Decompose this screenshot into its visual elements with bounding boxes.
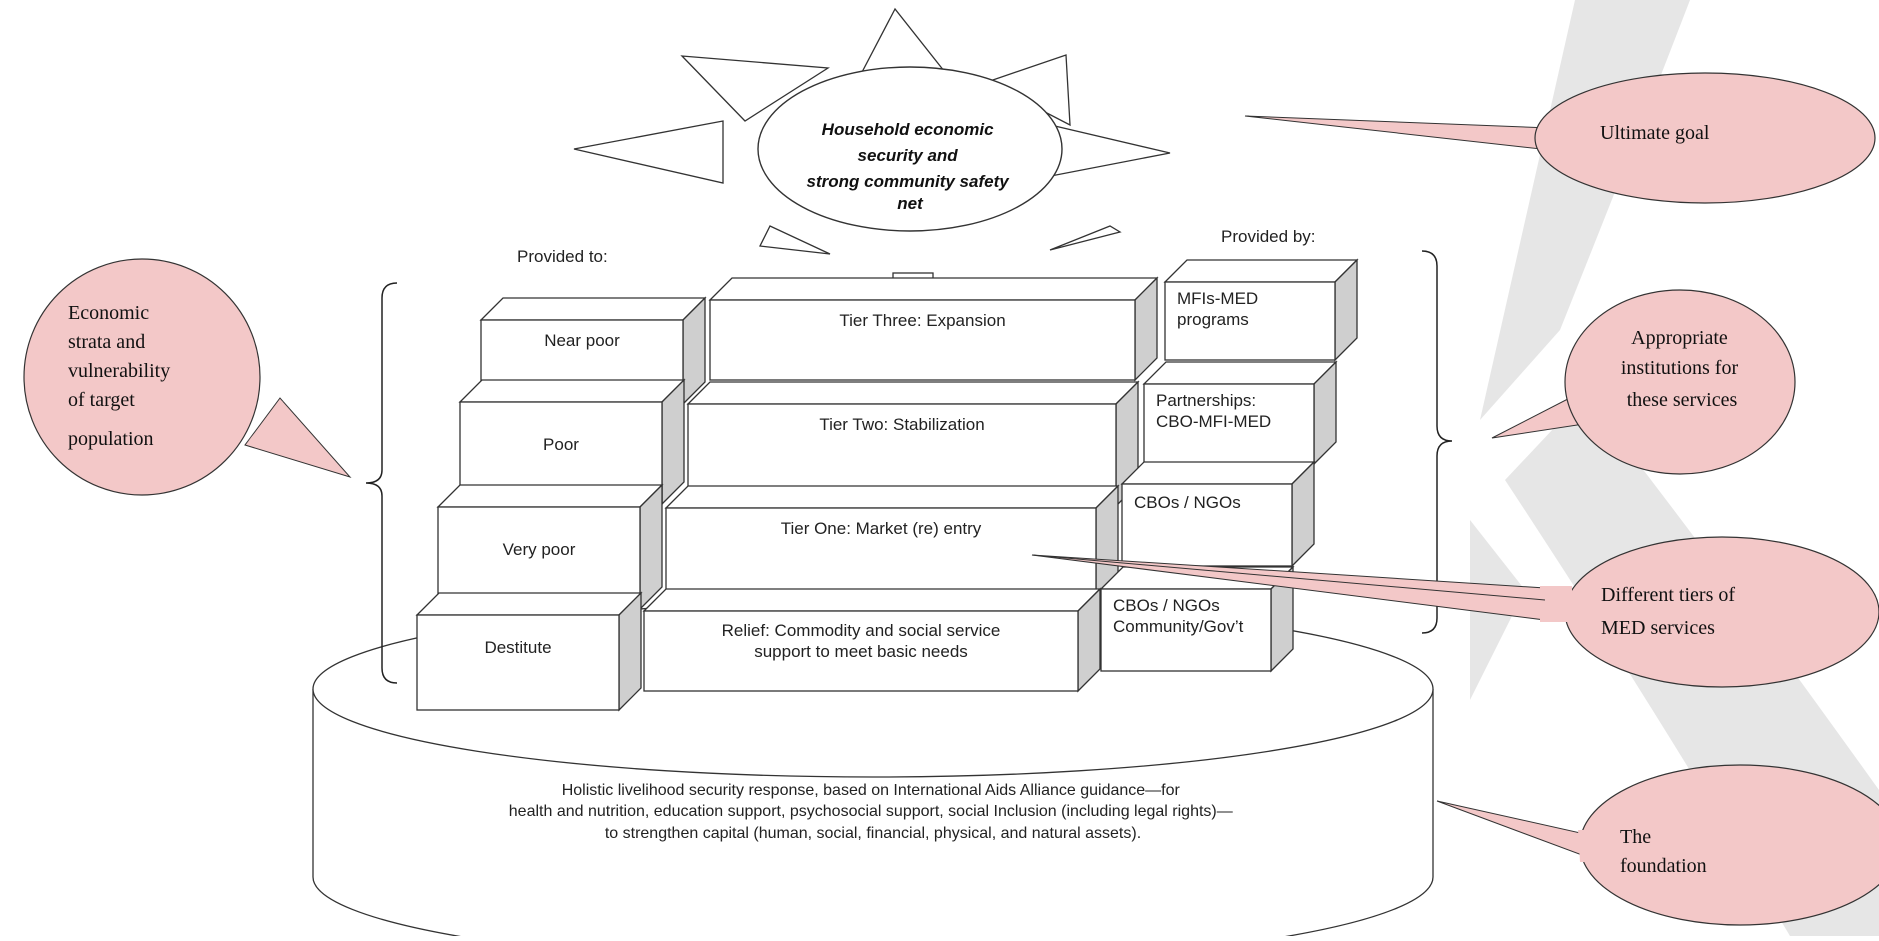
svg-text:Ultimate goal: Ultimate goal [1600,122,1710,144]
provider-box-2: Partnerships:CBO-MFI-MED [1142,360,1338,466]
tier-box-1-text: Tier Three: Expansion [839,311,1005,330]
provided-to-label: Provided to: [517,247,608,266]
callout-ultimate-goal: Ultimate goal [1244,72,1876,204]
callout-foundation: The foundation [1436,764,1879,926]
provider-box-3: CBOs / NGOs [1120,460,1316,568]
right-brace [1421,250,1453,634]
sun-ray [1049,225,1122,251]
goal-text: Household economic security and strong c… [807,120,1014,213]
provider-box-3-text: CBOs / NGOs [1134,493,1241,512]
callout-strata-vulnerability: Economic strata and vulnerability of tar… [23,258,352,496]
sun-ray [573,120,724,184]
stratum-box-2-text: Poor [543,435,579,454]
stratum-box-4-text: Destitute [484,638,551,657]
stratum-box-3: Very poor [436,483,664,611]
left-brace [365,282,398,684]
stratum-box-1-text: Near poor [544,331,620,350]
sun-ray [680,55,830,122]
pointer-line-tiers [1031,554,1546,601]
stratum-box-4: Destitute [415,591,643,712]
svg-text:Different tiers of MED s: Different tiers of MED services [1601,584,1740,639]
tier-box-1: Tier Three: Expansion [708,276,1159,382]
callout-institutions: Appropriate institutions for these servi… [1491,289,1796,475]
svg-text:Appropriate institutions: Appropriate institutions for these servi… [1621,327,1743,411]
sun-ray [759,225,831,255]
tier-box-2-text: Tier Two: Stabilization [819,415,984,434]
provided-by-label: Provided by: [1221,227,1316,246]
stratum-box-3-text: Very poor [503,540,576,559]
callout-tiers: Different tiers of MED services [1031,536,1879,688]
tier-box-3-text: Tier One: Market (re) entry [781,519,982,538]
foundation-text: Holistic livelihood security response, b… [509,782,1237,842]
goal-ellipse: Household economic security and strong c… [757,66,1063,232]
sun-ray [858,7,950,77]
svg-text:The foundation: The foundation [1620,826,1707,877]
svg-text:Economic strata and: Economic strata and vulnerability of tar… [68,302,175,450]
provider-box-2-text: Partnerships:CBO-MFI-MED [1156,391,1271,431]
